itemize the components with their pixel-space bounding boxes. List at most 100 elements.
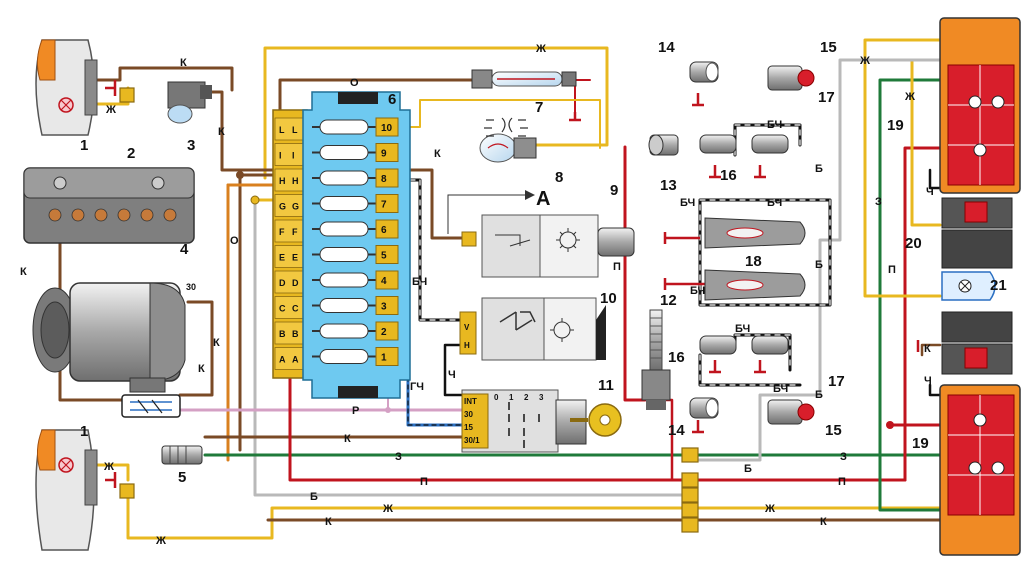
- fuse-label: 4: [381, 276, 387, 287]
- connector-letter: C: [279, 304, 286, 314]
- headlight-front-left: [35, 39, 98, 136]
- wl-zh-1: Ж: [105, 104, 116, 116]
- license-plate-light: [941, 271, 996, 301]
- ignition-position-label: 0: [494, 393, 499, 402]
- connector-letter: D: [292, 278, 299, 288]
- fuse-tag: [375, 117, 399, 137]
- lamp-14-bottom: [689, 397, 719, 419]
- connector-letter: G: [279, 202, 286, 212]
- label-1-bottom: 1: [80, 423, 88, 440]
- fuse: [319, 298, 369, 313]
- wire-sensor3: [210, 90, 292, 172]
- wl-o-2: О: [350, 77, 359, 89]
- wire-yellow-top: [263, 46, 609, 180]
- wl-zh-5: Ж: [103, 461, 114, 473]
- wl-ch-2: Ч: [926, 186, 934, 198]
- wire-k-alt: [178, 300, 214, 397]
- connector-letter: B: [279, 329, 286, 339]
- fuse-tag: [375, 245, 399, 264]
- connector-letter: E: [279, 253, 285, 263]
- wl-p-4: П: [888, 264, 896, 276]
- wire-yellow-bottom: [126, 488, 952, 540]
- fuse-label: 2: [381, 327, 387, 338]
- wl-bch-2: БЧ: [767, 119, 782, 131]
- fuse-tag: [375, 321, 399, 341]
- label-12: 12: [660, 292, 677, 309]
- connector-letter: D: [279, 278, 286, 288]
- label-20: 20: [905, 235, 922, 252]
- label-1-top: 1: [80, 137, 88, 154]
- fuse-label: 8: [381, 174, 387, 185]
- fuse: [319, 247, 369, 262]
- fuse-tag: [375, 270, 399, 290]
- wl-b-1: Б: [310, 491, 318, 503]
- fuse-tag: [375, 143, 399, 162]
- fuse: [319, 145, 369, 160]
- wl-k-2: К: [218, 126, 225, 138]
- sw10-pin-v: V: [464, 323, 470, 332]
- label-9: 9: [610, 182, 618, 199]
- label-19-top: 19: [887, 117, 904, 134]
- fuse-label: 6: [381, 225, 387, 236]
- connector-letter: H: [292, 176, 299, 186]
- label-14-top: 14: [658, 39, 675, 56]
- wire-ch-rear-top: [928, 168, 942, 190]
- lamp-15-top: [767, 65, 815, 91]
- bottom-connectors: [119, 87, 699, 533]
- wl-z-3: З: [875, 196, 882, 208]
- label-19-bottom: 19: [912, 435, 929, 452]
- fuse: [319, 119, 369, 135]
- wire-k-battery: [58, 183, 124, 402]
- wl-ch-3: Ч: [924, 375, 932, 387]
- lamp-13: [648, 134, 679, 156]
- wl-gch: ГЧ: [410, 381, 424, 393]
- label-2: 2: [127, 145, 135, 162]
- label-21: 21: [990, 277, 1007, 294]
- wl-k-10: К: [924, 343, 931, 355]
- wl-zh-2: Ж: [535, 43, 546, 55]
- label-8: 8: [555, 169, 563, 186]
- lamp-16-top: [699, 134, 737, 154]
- wl-zh-4: Ж: [155, 535, 166, 547]
- wire-yellow-right2: [910, 58, 942, 227]
- wire-fuse10-lamp8: [399, 99, 601, 149]
- connector-letter: H: [279, 176, 286, 186]
- fuse-label: 5: [381, 251, 387, 262]
- rheostat-switch-9: [447, 190, 635, 278]
- wl-b-3: Б: [815, 259, 823, 271]
- lamp-18-top: [704, 217, 806, 249]
- wire-k-fuse8: [398, 168, 464, 240]
- wl-z-1: З: [395, 451, 402, 463]
- wl-p-3: П: [838, 476, 846, 488]
- label-5: 5: [178, 469, 186, 486]
- lamp-17-bottom: [751, 335, 789, 355]
- lamp-8: [479, 117, 537, 163]
- wl-k-6: К: [434, 148, 441, 160]
- fuse: [319, 221, 369, 237]
- fuse-tag: [375, 296, 399, 315]
- wl-b-5: Б: [744, 463, 752, 475]
- connector-letter: F: [292, 227, 298, 237]
- wl-bch-7: БЧ: [773, 383, 788, 395]
- fuse: [319, 323, 369, 339]
- wire-zh-lower-head: [96, 463, 130, 482]
- wl-b-2: Б: [815, 163, 823, 175]
- fuse-label: 7: [381, 200, 387, 211]
- label-15-bottom: 15: [825, 422, 842, 439]
- wl-k-7: К: [344, 433, 351, 445]
- rear-light-top: [939, 17, 1021, 194]
- ignition-pin-label: 15: [464, 423, 473, 432]
- label-13: 13: [660, 177, 677, 194]
- fuse: [319, 170, 369, 186]
- wire-red-right: [663, 398, 674, 482]
- ignition-pin-label: 30: [464, 410, 473, 419]
- light-switch-10: [459, 297, 606, 361]
- label-16-top: 16: [720, 167, 737, 184]
- wire-ch-rear-bot: [928, 383, 942, 397]
- ground-symbols: [105, 80, 920, 488]
- wl-ch-1: Ч: [448, 369, 456, 381]
- alternator: [32, 282, 186, 393]
- label-17-bottom: 17: [828, 373, 845, 390]
